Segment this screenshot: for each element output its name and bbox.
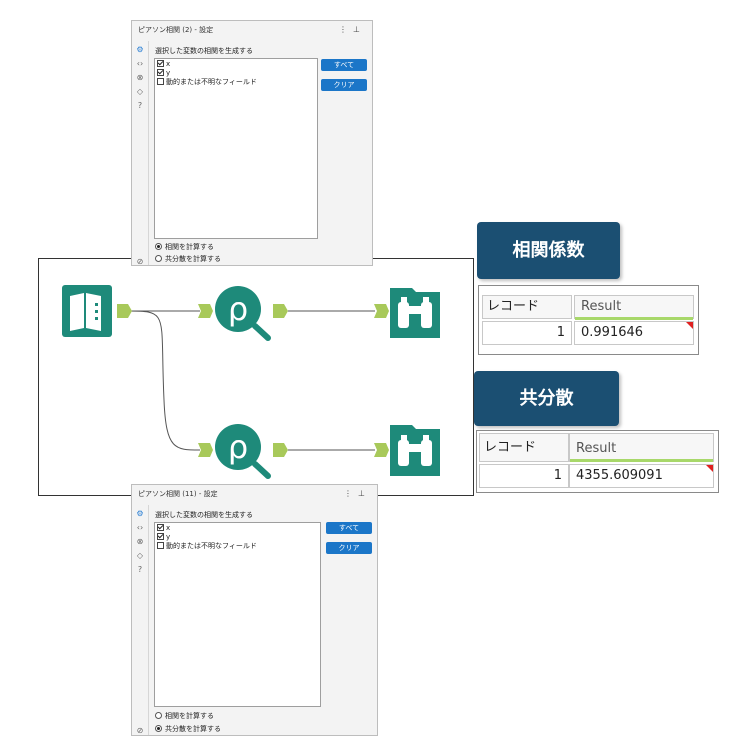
- browse-tool-top[interactable]: [374, 288, 440, 338]
- checkbox[interactable]: [157, 78, 164, 85]
- checkbox[interactable]: [157, 69, 164, 76]
- checkbox[interactable]: [157, 60, 164, 67]
- input-anchor: [374, 304, 389, 318]
- result-value[interactable]: 0.991646: [574, 321, 694, 345]
- result-grid-bottom: レコード Result 1 4355.609091: [476, 430, 719, 493]
- panel-heading: 選択した変数の相関を生成する: [155, 511, 253, 519]
- field-item-y[interactable]: y: [157, 533, 170, 542]
- option-correlation[interactable]: 相関を計算する: [155, 711, 214, 721]
- checkbox[interactable]: [157, 542, 164, 549]
- gear-icon[interactable]: ⚙: [136, 45, 144, 54]
- code-icon[interactable]: ‹›: [136, 523, 144, 532]
- row-number: 1: [479, 464, 569, 488]
- result-column-bar: [570, 459, 713, 462]
- panel-sidebar: ⚙ ‹› ⊗ ◇ ? ⊘: [132, 505, 149, 735]
- select-all-button[interactable]: すべて: [326, 522, 372, 534]
- label-correlation: 相関係数: [477, 222, 620, 279]
- output-anchor: [117, 304, 132, 318]
- collapse-icon[interactable]: ⊘: [136, 257, 144, 266]
- field-item-y[interactable]: y: [157, 69, 170, 78]
- result-grid-top: レコード Result 1 0.991646: [478, 285, 699, 355]
- result-value[interactable]: 4355.609091: [569, 464, 714, 488]
- book-input-icon: [70, 293, 101, 331]
- pearson-rho-icon: ρ: [228, 290, 248, 328]
- close-circle-icon[interactable]: ⊗: [136, 73, 144, 82]
- help-icon[interactable]: ?: [137, 101, 143, 110]
- field-list: x y 動的または不明なフィールド: [154, 58, 318, 239]
- config-panel-bottom: ピアソン相関 (11) - 設定 ⋮⊥ ⚙ ‹› ⊗ ◇ ? ⊘ 選択した変数の…: [131, 484, 378, 736]
- input-anchor: [374, 443, 389, 457]
- field-item-x[interactable]: x: [157, 524, 170, 533]
- field-item-dynamic[interactable]: 動的または不明なフィールド: [157, 78, 257, 87]
- radio-button[interactable]: [155, 243, 162, 250]
- field-item-dynamic[interactable]: 動的または不明なフィールド: [157, 542, 257, 551]
- panel-title: ピアソン相関 (11) - 設定: [138, 490, 218, 498]
- result-column-bar: [575, 317, 693, 320]
- binoculars-browse-icon: [398, 435, 432, 466]
- checkbox[interactable]: [157, 524, 164, 531]
- input-anchor: [198, 304, 213, 318]
- tag-icon[interactable]: ◇: [136, 551, 144, 560]
- cell-marker: [686, 322, 693, 329]
- field-item-x[interactable]: x: [157, 60, 170, 69]
- pin-icon[interactable]: ⊥: [353, 25, 366, 34]
- label-covariance: 共分散: [474, 371, 619, 426]
- pearson-rho-icon: ρ: [228, 428, 248, 466]
- field-list: x y 動的または不明なフィールド: [154, 522, 321, 707]
- clear-button[interactable]: クリア: [321, 79, 367, 91]
- panel-title: ピアソン相関 (2) - 設定: [138, 26, 214, 34]
- column-header-result[interactable]: Result: [569, 433, 714, 462]
- column-header-result[interactable]: Result: [574, 295, 694, 319]
- pearson-tool-top[interactable]: ρ: [198, 286, 288, 341]
- option-correlation[interactable]: 相関を計算する: [155, 242, 214, 252]
- output-anchor: [273, 443, 288, 457]
- clear-button[interactable]: クリア: [326, 542, 372, 554]
- column-header-record: レコード: [479, 433, 569, 462]
- radio-button[interactable]: [155, 255, 162, 262]
- pearson-tool-bottom[interactable]: ρ: [198, 424, 288, 479]
- select-all-button[interactable]: すべて: [321, 59, 367, 71]
- more-vert-icon[interactable]: ⋮: [344, 489, 359, 498]
- checkbox[interactable]: [157, 533, 164, 540]
- column-header-record: レコード: [482, 295, 572, 319]
- collapse-icon[interactable]: ⊘: [136, 726, 144, 735]
- radio-button[interactable]: [155, 725, 162, 732]
- radio-button[interactable]: [155, 712, 162, 719]
- option-covariance[interactable]: 共分散を計算する: [155, 724, 221, 734]
- code-icon[interactable]: ‹›: [136, 59, 144, 68]
- gear-icon[interactable]: ⚙: [136, 509, 144, 518]
- tag-icon[interactable]: ◇: [136, 87, 144, 96]
- input-anchor: [198, 443, 213, 457]
- binoculars-browse-icon: [398, 297, 432, 328]
- panel-heading: 選択した変数の相関を生成する: [155, 47, 253, 55]
- pin-icon[interactable]: ⊥: [358, 489, 371, 498]
- option-covariance[interactable]: 共分散を計算する: [155, 254, 221, 264]
- cell-marker: [706, 465, 713, 472]
- help-icon[interactable]: ?: [137, 565, 143, 574]
- close-circle-icon[interactable]: ⊗: [136, 537, 144, 546]
- panel-sidebar: ⚙ ‹› ⊗ ◇ ? ⊘: [132, 41, 149, 266]
- browse-tool-bottom[interactable]: [374, 425, 440, 476]
- config-panel-top: ピアソン相関 (2) - 設定 ⋮⊥ ⚙ ‹› ⊗ ◇ ? ⊘ 選択した変数の相…: [131, 20, 373, 266]
- more-vert-icon[interactable]: ⋮: [339, 25, 354, 34]
- input-tool[interactable]: [62, 285, 132, 337]
- connection-input-to-pearson-bottom: [128, 310, 201, 451]
- output-anchor: [273, 304, 288, 318]
- row-number: 1: [482, 321, 572, 345]
